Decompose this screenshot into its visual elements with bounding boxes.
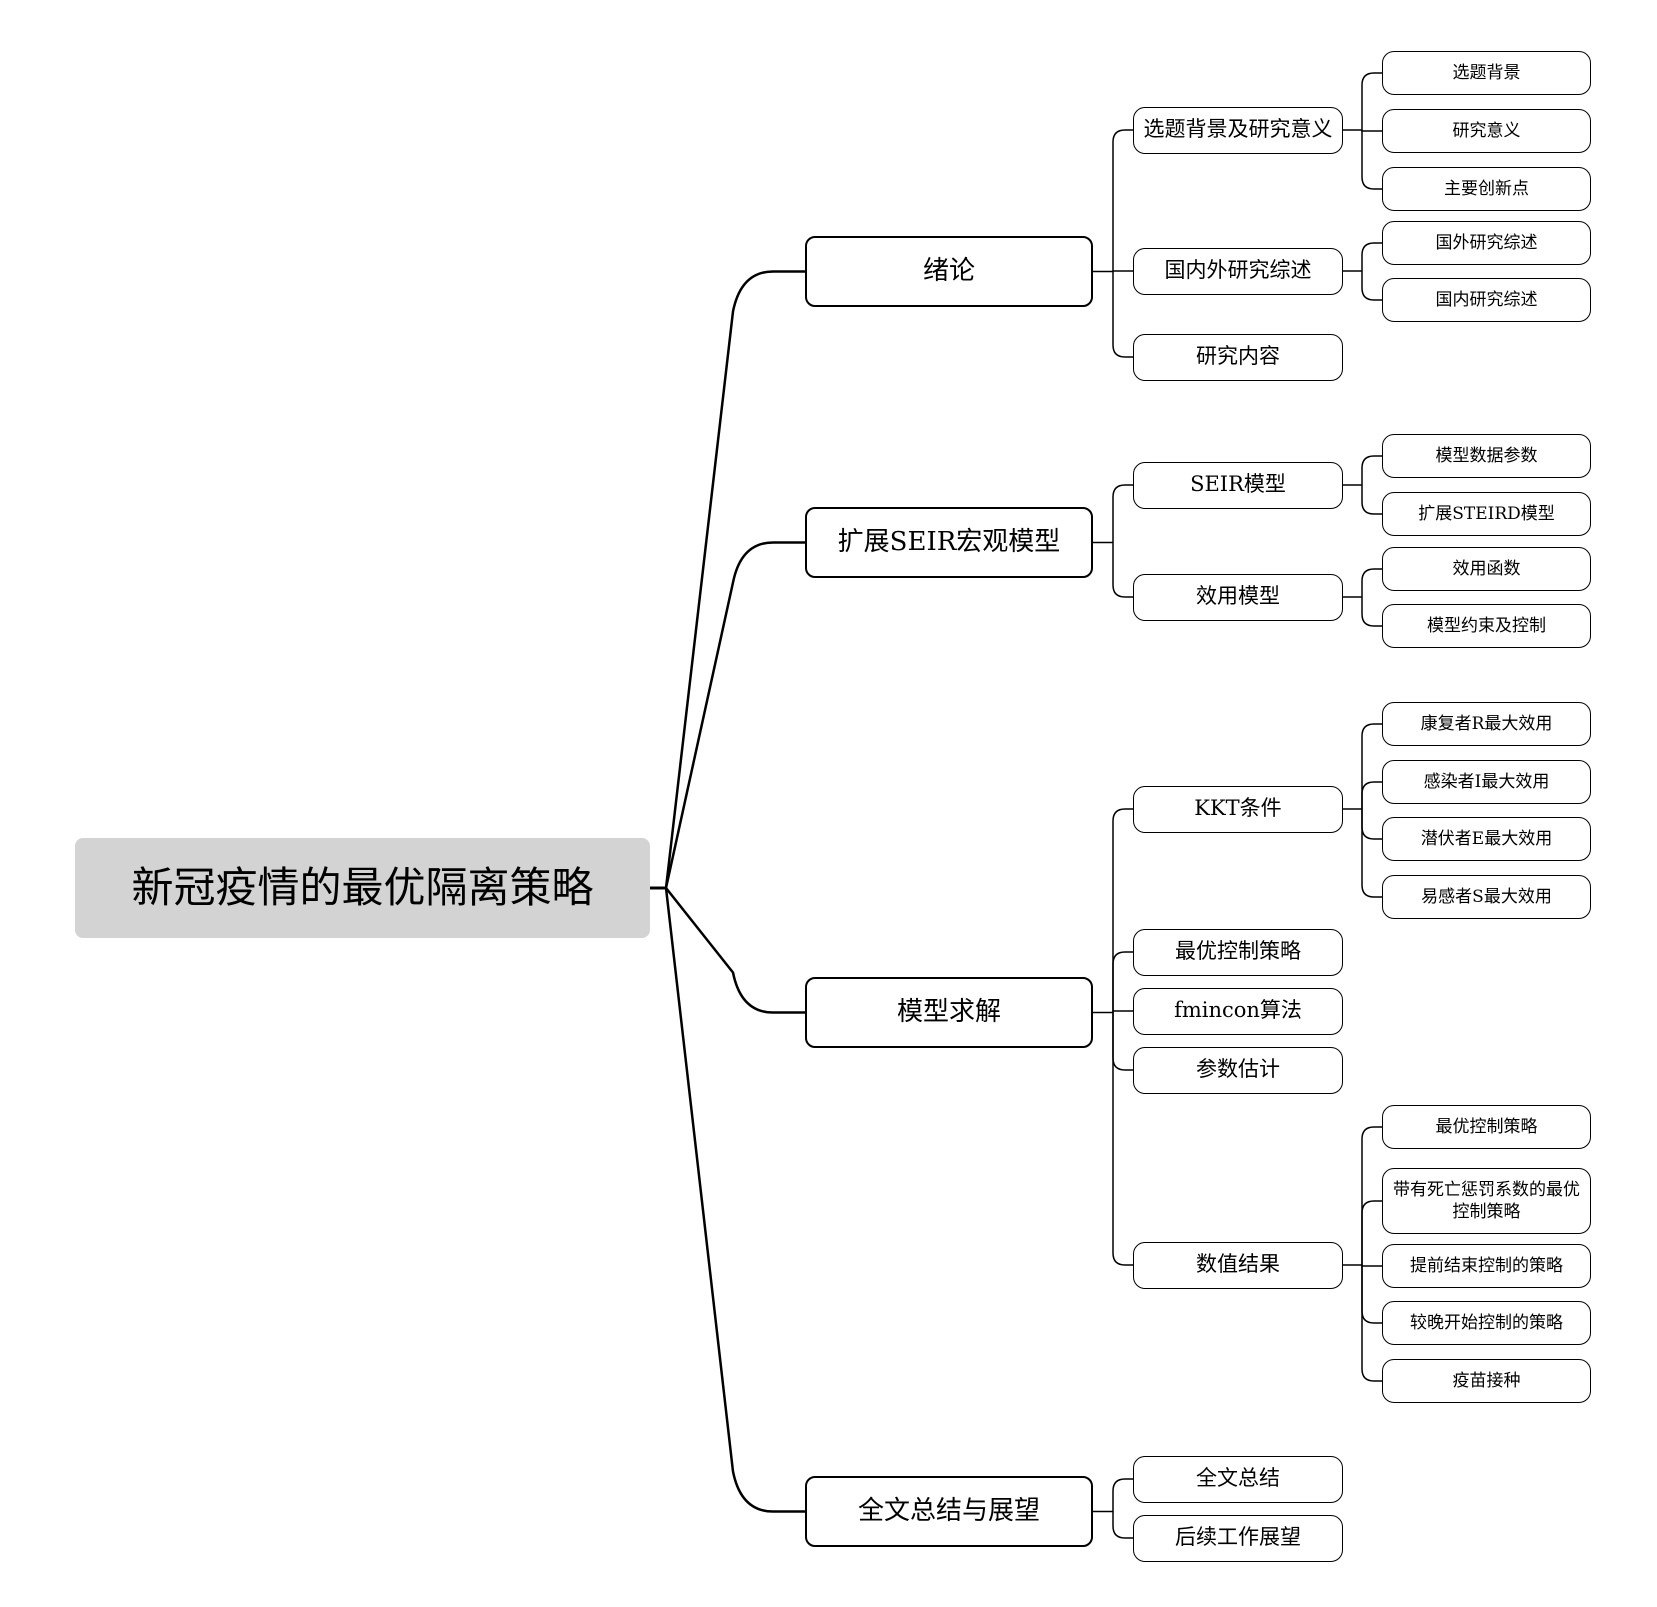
topic-leaf-connector xyxy=(1361,271,1382,301)
topic-optimal-control: 最优控制策略 xyxy=(1133,928,1343,976)
topic-full-summary: 全文总结 xyxy=(1133,1455,1343,1503)
topic-research-content: 研究内容 xyxy=(1133,333,1343,381)
topic-leaf-connector xyxy=(1361,455,1382,485)
topic-leaf-connector xyxy=(1361,809,1382,840)
leaf-steird-model: 扩展STEIRD模型 xyxy=(1382,492,1591,536)
topic-parameter-estimation: 参数估计 xyxy=(1133,1046,1343,1094)
leaf-domestic-review: 国内研究综述 xyxy=(1382,278,1591,322)
topic-leaf-connector xyxy=(1361,1265,1382,1382)
branch-seir-model: 扩展SEIR宏观模型 xyxy=(805,507,1093,578)
topic-leaf-connector xyxy=(1361,130,1382,190)
branch-topic-connector xyxy=(1112,129,1133,272)
branch-topic-connector xyxy=(1112,1012,1133,1266)
root-branch-connector xyxy=(664,541,805,889)
topic-utility-model: 效用模型 xyxy=(1133,573,1343,621)
leaf-recovered-utility: 康复者R最大效用 xyxy=(1382,702,1591,746)
leaf-utility-function: 效用函数 xyxy=(1382,547,1591,591)
topic-background-significance: 选题背景及研究意义 xyxy=(1133,106,1343,154)
branch-topic-connector xyxy=(1112,1478,1133,1512)
leaf-late-start-control: 较晚开始控制的策略 xyxy=(1382,1301,1591,1345)
leaf-exposed-utility: 潜伏者E最大效用 xyxy=(1382,817,1591,861)
topic-fmincon: fmincon算法 xyxy=(1133,987,1343,1035)
branch-topic-connector xyxy=(1112,484,1133,543)
branch-topic-connector xyxy=(1112,1012,1133,1071)
leaf-early-end-control: 提前结束控制的策略 xyxy=(1382,1244,1591,1288)
branch-topic-connector xyxy=(1112,542,1133,598)
topic-leaf-connector xyxy=(1361,1200,1382,1265)
root-node: 新冠疫情的最优隔离策略 xyxy=(75,838,650,938)
leaf-susceptible-utility: 易感者S最大效用 xyxy=(1382,875,1591,919)
topic-leaf-connector xyxy=(1361,72,1382,130)
topic-seir: SEIR模型 xyxy=(1133,461,1343,509)
branch-topic-connector xyxy=(1112,951,1133,1013)
leaf-innovation: 主要创新点 xyxy=(1382,167,1591,211)
topic-leaf-connector xyxy=(1361,485,1382,515)
topic-future-work: 后续工作展望 xyxy=(1133,1514,1343,1562)
leaf-vaccination: 疫苗接种 xyxy=(1382,1359,1591,1403)
leaf-significance: 研究意义 xyxy=(1382,109,1591,153)
topic-kkt: KKT条件 xyxy=(1133,785,1343,833)
topic-leaf-connector xyxy=(1361,1265,1382,1324)
branch-topic-connector xyxy=(1112,1010,1133,1013)
topic-leaf-connector xyxy=(1361,597,1382,627)
root-branch-connector xyxy=(664,270,805,889)
leaf-constraints-control: 模型约束及控制 xyxy=(1382,604,1591,648)
topic-leaf-connector xyxy=(1361,1126,1382,1265)
leaf-optimal-control: 最优控制策略 xyxy=(1382,1105,1591,1149)
topic-literature-review: 国内外研究综述 xyxy=(1133,247,1343,295)
branch-topic-connector xyxy=(1112,270,1133,272)
topic-leaf-connector xyxy=(1361,723,1382,809)
root-branch-connector xyxy=(665,887,805,1014)
topic-leaf-connector xyxy=(1361,242,1382,271)
leaf-background: 选题背景 xyxy=(1382,51,1591,95)
topic-leaf-connector xyxy=(1361,809,1382,898)
root-branch-connector xyxy=(664,887,805,1513)
branch-model-solution: 模型求解 xyxy=(805,977,1093,1048)
topic-leaf-connector xyxy=(1361,568,1382,597)
leaf-death-penalty-control: 带有死亡惩罚系数的最优控制策略 xyxy=(1382,1168,1591,1234)
branch-topic-connector xyxy=(1112,271,1133,358)
leaf-foreign-review: 国外研究综述 xyxy=(1382,221,1591,265)
branch-topic-connector xyxy=(1112,808,1133,1013)
leaf-model-parameters: 模型数据参数 xyxy=(1382,434,1591,478)
branch-intro: 绪论 xyxy=(805,236,1093,307)
branch-summary: 全文总结与展望 xyxy=(805,1476,1093,1547)
topic-leaf-connector xyxy=(1361,781,1382,809)
branch-topic-connector xyxy=(1112,1511,1133,1539)
topic-numerical-results: 数值结果 xyxy=(1133,1241,1343,1289)
leaf-infected-utility: 感染者I最大效用 xyxy=(1382,760,1591,804)
topic-leaf-connector xyxy=(1361,1265,1382,1267)
topic-leaf-connector xyxy=(1361,130,1382,132)
